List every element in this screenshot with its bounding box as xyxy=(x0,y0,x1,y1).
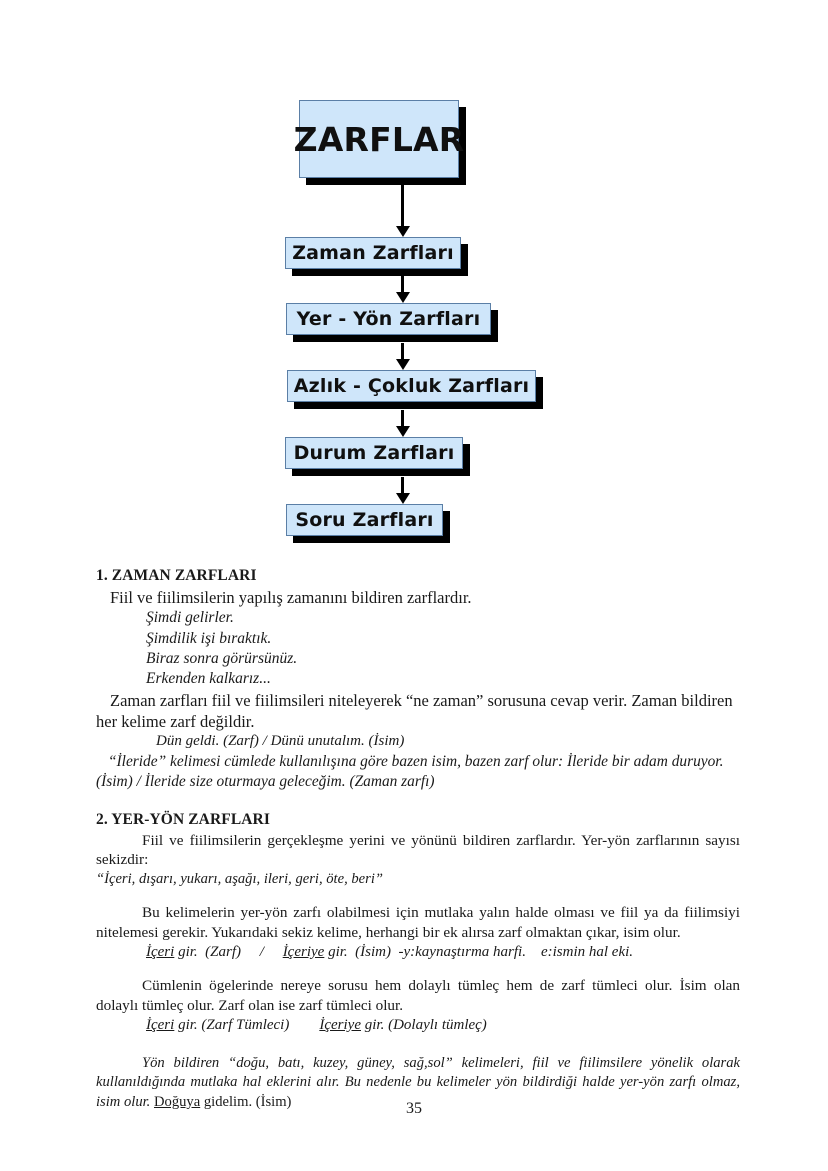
section-1-lead: Fiil ve fiilimsilerin yapılış zamanını b… xyxy=(110,588,472,607)
example-underlined-term: İçeri xyxy=(146,1016,175,1033)
flowchart-node-soru-zarflari: Soru Zarfları xyxy=(286,504,443,536)
paragraph-text: Yön bildiren “doğu, batı, kuzey, güney, … xyxy=(96,1055,740,1110)
section-2-example-2: İçeri gir. (Zarf) / İçeriye gir. (İsim) … xyxy=(146,943,740,963)
flowchart-node-label: Zaman Zarfları xyxy=(292,241,454,264)
section-2-title: 2. YER-YÖN ZARFLARI xyxy=(96,810,270,828)
flowchart-node-label: Soru Zarfları xyxy=(295,508,434,531)
flowchart-node-root-label: ZARFLAR xyxy=(293,119,465,159)
paragraph-text-tail: gidelim. (İsim) xyxy=(200,1093,292,1110)
page-number: 35 xyxy=(406,1100,422,1117)
section-2-paragraph-3: Cümlenin ögelerinde nereye sorusu hem do… xyxy=(96,977,740,1014)
paragraph-spacer xyxy=(96,889,740,903)
section-2-intro: Fiil ve fiilimsilerin gerçekleşme yerini… xyxy=(96,831,740,869)
example-separator: / xyxy=(241,943,283,960)
flowchart-node-label: Azlık - Çokluk Zarfları xyxy=(293,374,530,397)
section-2-paragraph-4: Yön bildiren “doğu, batı, kuzey, güney, … xyxy=(96,1054,740,1112)
section-spacer xyxy=(96,792,740,811)
example-text: gir. (Dolaylı tümleç) xyxy=(360,1016,487,1033)
flowchart-node-azlik-cokluk-zarflari: Azlık - Çokluk Zarfları xyxy=(287,370,536,402)
section-1-title: 1. ZAMAN ZARFLARI xyxy=(96,567,257,584)
section-1-paragraph: Zaman zarfları fiil ve fiilimsileri nite… xyxy=(96,690,733,732)
example-underlined-term: İçeriye xyxy=(319,1016,361,1033)
section-1-closing: “İleride” kelimesi cümlede kullanılışına… xyxy=(96,752,724,790)
section-1-example-1: Şimdi gelirler. xyxy=(146,609,234,627)
example-text: gir. (Zarf) xyxy=(174,943,242,960)
section-1-example-3: Biraz sonra görürsünüz. xyxy=(146,650,298,668)
flowchart-arrow-2 xyxy=(401,343,404,361)
flowchart-node-yer-yon-zarflari: Yer - Yön Zarfları xyxy=(286,303,491,335)
section-1-example-2: Şimdilik işi bıraktık. xyxy=(146,629,272,647)
example-underlined-term: İçeri xyxy=(146,943,175,960)
flowchart-node-durum-zarflari: Durum Zarfları xyxy=(285,437,463,469)
paragraph-underlined-term: Doğuya xyxy=(153,1093,201,1110)
paragraph-spacer xyxy=(96,962,740,976)
example-separator xyxy=(289,1017,319,1033)
section-2-example-3: İçeri gir. (Zarf Tümleci) İçeriye gir. (… xyxy=(146,1016,740,1036)
example-underlined-term: İçeriye xyxy=(282,943,325,960)
section-2-paragraph-2: Bu kelimelerin yer-yön zarfı olabilmesi … xyxy=(96,904,740,941)
flowchart-node-zaman-zarflari: Zaman Zarfları xyxy=(285,237,461,269)
paragraph-spacer xyxy=(96,1035,740,1054)
document-body: 1. ZAMAN ZARFLARI Fiil ve fiilimsilerin … xyxy=(96,567,740,1112)
flowchart-arrow-4 xyxy=(401,477,404,495)
flowchart-node-label: Durum Zarfları xyxy=(293,441,455,464)
example-text: gir. (İsim) -y:kaynaştırma harfi. e:ismi… xyxy=(324,943,634,960)
flowchart-arrow-0 xyxy=(401,185,404,228)
flowchart-node-label: Yer - Yön Zarfları xyxy=(296,307,481,330)
flowchart-arrow-3 xyxy=(401,410,404,428)
section-2-list-quote: “İçeri, dışarı, yukarı, aşağı, ileri, ge… xyxy=(96,871,383,888)
flowchart-node-root: ZARFLAR xyxy=(294,100,464,178)
flowchart-arrow-1 xyxy=(401,276,404,294)
section-1-example-line: Dün geldi. (Zarf) / Dünü unutalım. (İsim… xyxy=(156,733,405,750)
section-1-example-4: Erkenden kalkarız... xyxy=(146,670,271,688)
example-text: gir. (Zarf Tümleci) xyxy=(174,1016,290,1033)
